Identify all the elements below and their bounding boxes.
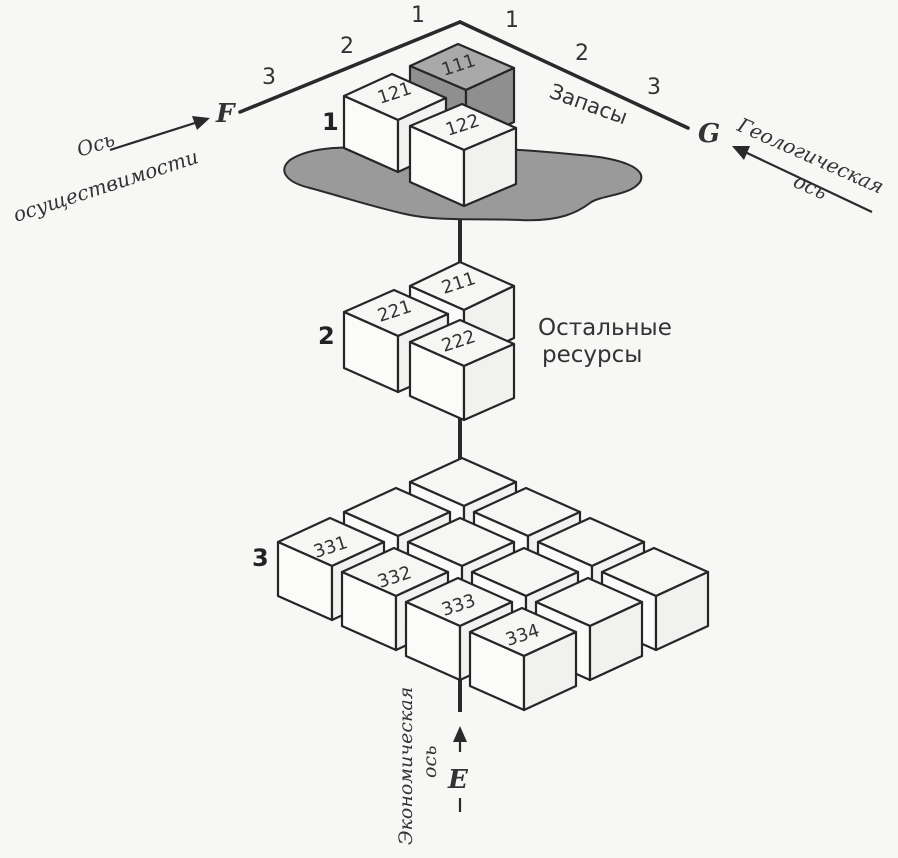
feasibility-axis-line (238, 20, 462, 114)
economic-arrow (453, 726, 467, 812)
level-3-number: 3 (252, 544, 269, 572)
right-tick-3: 3 (647, 75, 661, 100)
left-tick-2: 2 (340, 34, 354, 59)
cube-3-r2-c3 (468, 606, 578, 712)
axis-e-letter: E (447, 765, 469, 795)
reserves-label: Запасы (546, 79, 630, 129)
geological-axis-line (458, 20, 690, 130)
level-2-number: 2 (318, 322, 335, 350)
top-axes (238, 20, 690, 130)
level1-cubes (342, 42, 518, 208)
feasibility-label-group: Ось (74, 127, 118, 162)
axis-tick-labels: 1 2 3 1 2 3 (262, 3, 661, 100)
axis-g-letter: G (698, 119, 720, 149)
feasibility-arrow (109, 116, 210, 152)
right-tick-2: 2 (575, 41, 589, 66)
cube-labels: 111 121 122 211 221 222 331 332 333 334 (311, 50, 542, 651)
economic-label-1: Экономическая (395, 687, 417, 845)
other-resources-line2: ресурсы (542, 342, 642, 368)
feasibility-label-1: Ось (74, 127, 118, 162)
cube-221 (342, 288, 450, 394)
left-tick-3: 3 (262, 65, 276, 90)
reserves-label-group: Запасы (546, 79, 630, 129)
economic-label-group-2: ось (419, 746, 441, 778)
economic-label-2: ось (419, 746, 441, 778)
cube-222 (408, 318, 516, 422)
level2-cubes (342, 260, 516, 422)
level3-cubes (276, 456, 710, 712)
cube-122 (408, 102, 518, 208)
geological-arrow (732, 146, 873, 213)
level-1-number: 1 (322, 108, 339, 136)
feasibility-label-2: осуществимости (10, 144, 201, 226)
other-resources-line1: Остальные (538, 315, 672, 341)
axis-f-letter: F (215, 99, 236, 129)
right-tick-1: 1 (505, 8, 519, 33)
left-tick-1: 1 (411, 3, 425, 28)
feasibility-label-group-2: осуществимости (10, 144, 201, 226)
economic-label-group: Экономическая (395, 687, 417, 845)
